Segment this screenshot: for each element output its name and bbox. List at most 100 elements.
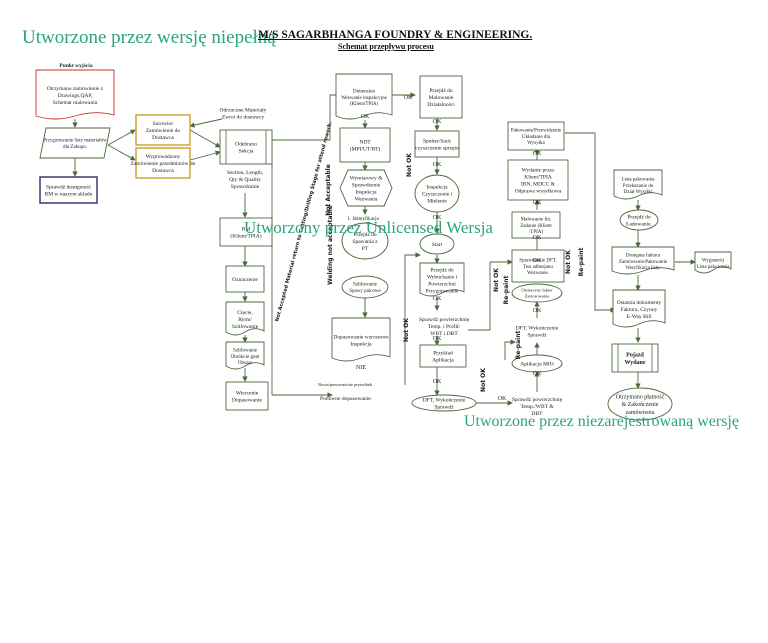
- node-label: DBT: [532, 411, 544, 417]
- node-ndt: NDT(MPI/UT/RT): [339, 127, 391, 163]
- node-label: Przykład: [433, 350, 453, 356]
- edge-label-refit: Nowa/ponowna/nie przeróbek: [318, 382, 373, 387]
- node-shape: [414, 130, 460, 158]
- node-mio: Aplikacja MIO: [511, 354, 563, 373]
- node-label: Zamówienie przedmiotów do: [131, 161, 196, 167]
- node-shape: [511, 283, 563, 303]
- node-label: Sprawdź powierzchnię: [419, 317, 470, 323]
- edge-label-notok2: Not OK: [403, 318, 410, 342]
- diagram-subtitle: Schemat przepływu procesu: [338, 42, 434, 51]
- node-label: Sprawdź powierzchnię: [512, 397, 563, 403]
- node-label: Sprawdź: [434, 404, 454, 410]
- edge-label-ok10: OK: [533, 200, 542, 206]
- node-label: Qty & Quality: [229, 177, 261, 183]
- node-label: Sputter/Sack: [423, 138, 451, 144]
- node-label: Mielenie: [427, 198, 447, 204]
- node-shape: [414, 174, 460, 213]
- node-label: Zamówienie do: [146, 128, 181, 134]
- node-label: Dostawca: [152, 135, 174, 141]
- node-shape: [411, 394, 477, 412]
- node-label: Ostatnia dokumenty: [617, 300, 662, 306]
- edge-label-ok9: OK: [498, 396, 507, 402]
- node-label: Oznaczenie: [232, 277, 258, 283]
- node-label: Przekazanie do: [623, 184, 654, 189]
- node-label: Odprawa wysyłkowa: [515, 188, 562, 194]
- node-shape: [135, 114, 191, 146]
- node-label: Section, Length,: [227, 170, 264, 176]
- node-label: PT: [362, 246, 369, 252]
- node-label: Obróbcie gum: [231, 355, 260, 360]
- edge-label-repaint2: Re-paint: [578, 248, 585, 277]
- node-shape: [341, 275, 389, 299]
- diagram-title: M/S SAGARBHANGA FOUNDRY & ENGINEERING.: [258, 29, 533, 41]
- edge-label-repaint1: Re-paint: [503, 276, 510, 305]
- edge-label-ok7: OK: [533, 258, 542, 264]
- node-label: & Zakończenie: [622, 402, 659, 408]
- node-label: Malowanie fin.: [521, 217, 552, 222]
- node-shape: [225, 265, 265, 293]
- node-label: Sprawdzenie DFT,: [519, 258, 556, 263]
- node-ident: 1. Identyfikacja: [347, 217, 379, 222]
- node-shape: [612, 289, 666, 328]
- node-paint-final: Malowanie fin.Zadanie (Klient/TPIA): [511, 211, 561, 239]
- node-start-label: Punkt wyjścia: [59, 63, 92, 69]
- node-shape: [39, 127, 111, 159]
- node-label: E-Way Bill: [627, 314, 652, 320]
- node-shape: [511, 354, 563, 373]
- node-label: Wydanie przez: [522, 167, 555, 173]
- edge-label-notok3: Not OK: [480, 368, 487, 392]
- node-label: Sekcja: [239, 148, 254, 154]
- node-label: Otrzymano zamówienie z: [47, 86, 104, 92]
- node-label: Ostateczny lakier: [521, 288, 553, 293]
- node-label: Szlifowanie: [232, 323, 259, 330]
- node-label: Przejdź do: [429, 88, 453, 94]
- edge-label-ok14: OK: [433, 379, 442, 385]
- edge-label-ok2: OK: [433, 162, 442, 168]
- node-label: Temp./WBT &: [520, 404, 554, 410]
- node-label: Dostawca: [152, 168, 174, 174]
- node-label: /TPIA): [529, 230, 544, 235]
- node-shape: [339, 169, 393, 207]
- node-shape: [419, 262, 465, 297]
- node-label: Dimension: [353, 89, 375, 94]
- node-label: Pojazd: [626, 352, 644, 358]
- node-label: NDT: [359, 139, 371, 145]
- node-label: Odebrano: [235, 141, 257, 147]
- edge-label-ok3: OK: [433, 215, 442, 221]
- node-label: (Klient/TPIA): [230, 232, 261, 239]
- watermark-top: Utworzone przez wersję niepełną: [22, 27, 276, 48]
- node-label: IRN, MDCC &: [521, 181, 556, 187]
- node-label: Przejdź do: [627, 214, 651, 220]
- node-shape: [39, 176, 98, 204]
- node-label: Aplikacja MIO: [520, 361, 553, 367]
- edge-label-ok15: OK: [433, 296, 442, 302]
- node-label: Dopasowanie: [232, 397, 262, 403]
- node-label: WBT i DBT: [430, 331, 458, 337]
- node-shape: [619, 209, 659, 231]
- node-label: Szlifowanie: [353, 283, 378, 288]
- edge-label-ok11: OK: [533, 151, 542, 157]
- node-label: Sprawdź: [527, 332, 547, 338]
- node-label: Drawings,QAP,: [58, 93, 93, 99]
- node-label: Wezwanie.: [527, 271, 549, 276]
- node-shape: [419, 233, 455, 255]
- node-shape: [507, 159, 569, 201]
- node-shape: [225, 301, 265, 336]
- node-shape: [339, 127, 391, 163]
- node-label: Test adhezjanu: [523, 265, 553, 270]
- edge-label-nie: NIE: [356, 365, 366, 371]
- node-label: Układanie dla: [522, 135, 551, 140]
